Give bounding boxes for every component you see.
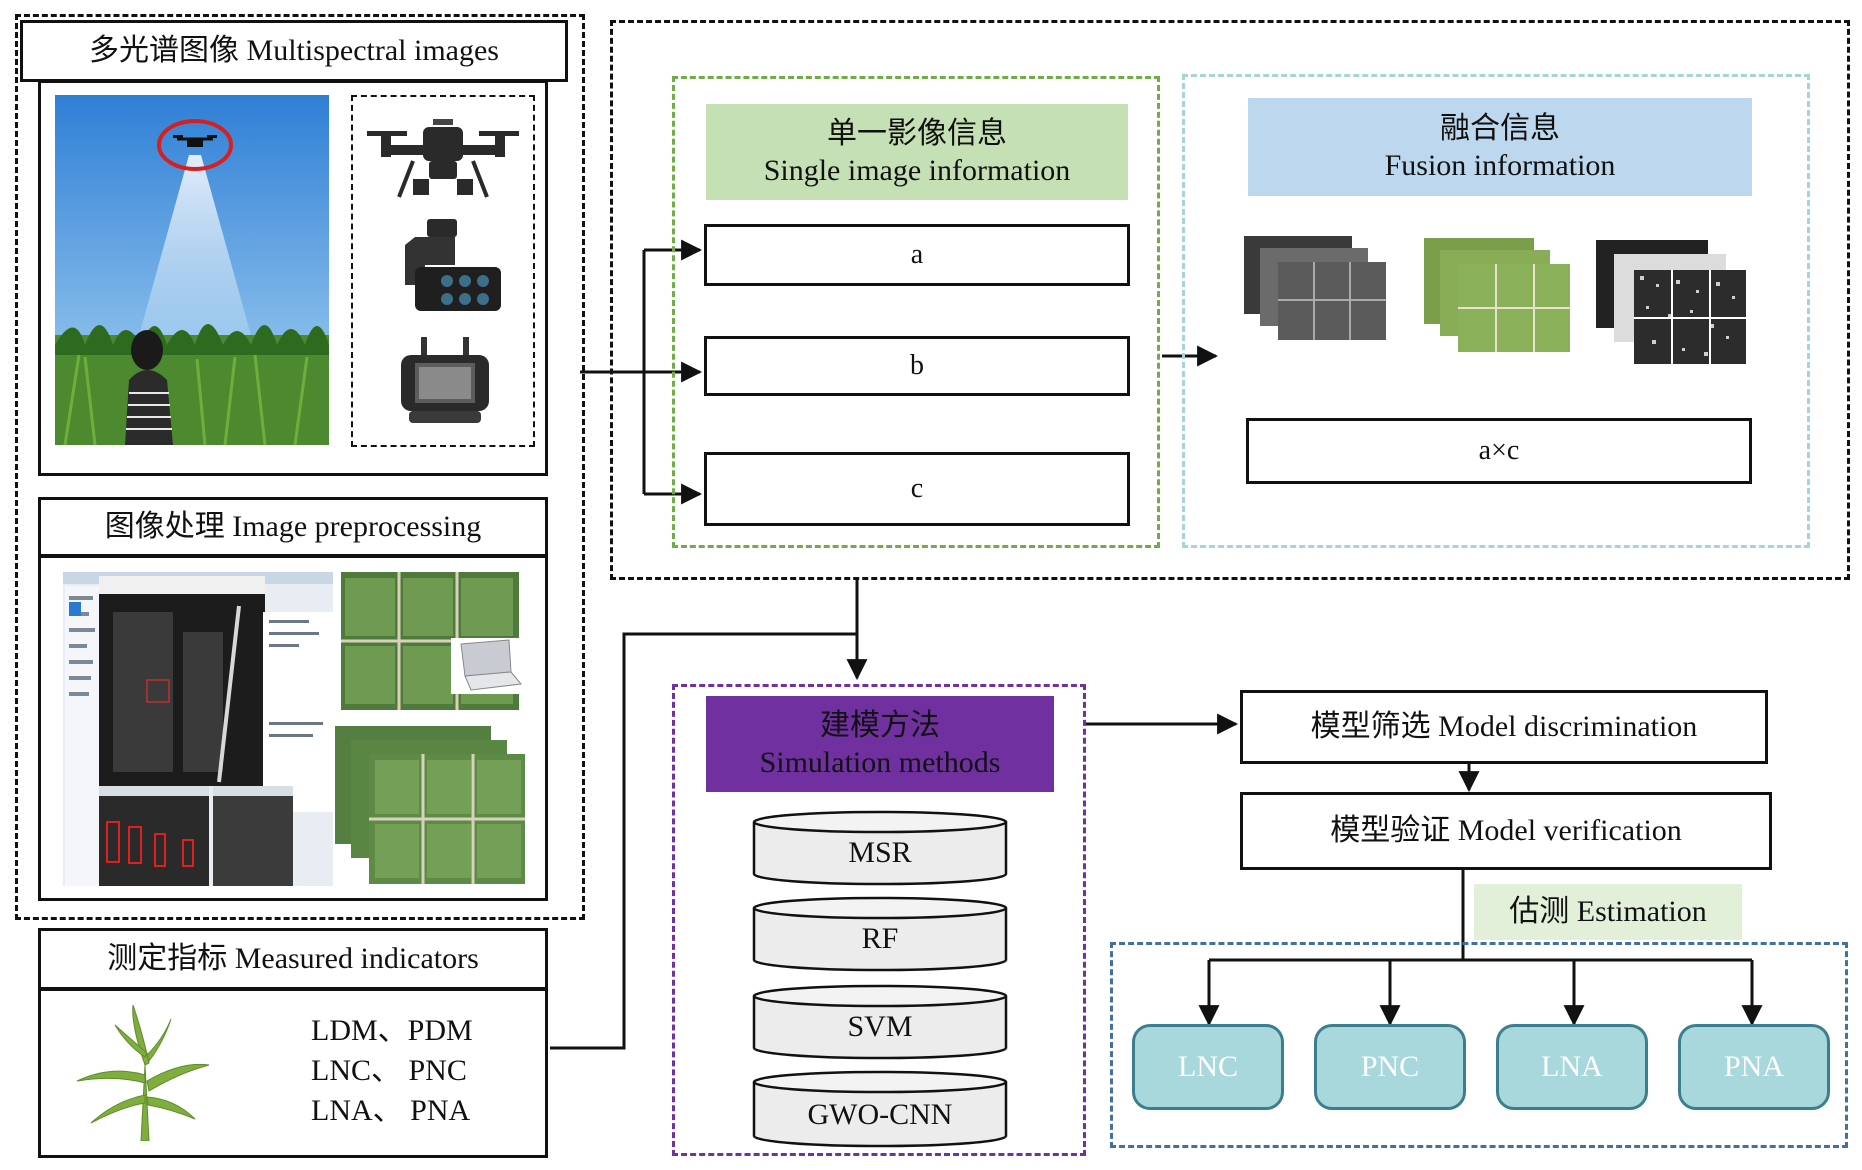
measured-line-2: LNC、 PNC bbox=[311, 1054, 467, 1087]
fusion-result-label: a×c bbox=[1478, 435, 1520, 466]
single-item-a: a bbox=[704, 224, 1130, 286]
estimation-label: 估测 Estimation bbox=[1509, 895, 1707, 929]
preprocessing-title: 图像处理 Image preprocessing bbox=[38, 497, 548, 557]
measured-indicator-list: LDM、PDM LNC、 PNC LNA、 PNA bbox=[311, 1011, 531, 1131]
index-band-stack bbox=[1596, 240, 1746, 364]
simulation-group bbox=[672, 684, 1086, 1156]
fusion-info-title-cn: 融合信息 bbox=[1440, 111, 1560, 145]
multispectral-panel bbox=[38, 80, 548, 476]
fusion-result-box: a×c bbox=[1246, 418, 1752, 484]
corn-plant-icon bbox=[76, 1005, 210, 1141]
software-screenshot bbox=[63, 572, 333, 886]
method-rf-label: RF bbox=[861, 922, 899, 955]
target-pnc-label: PNC bbox=[1360, 1050, 1420, 1083]
drone-icon bbox=[367, 119, 519, 198]
method-cylinder-msr: MSR bbox=[752, 810, 1008, 886]
simulation-title-en: Simulation methods bbox=[759, 746, 1001, 779]
measured-line-1: LDM、PDM bbox=[311, 1014, 473, 1047]
target-pnc: PNC bbox=[1314, 1024, 1466, 1110]
model-discrimination-label: 模型筛选 Model discrimination bbox=[1310, 710, 1698, 744]
target-pna-label: PNA bbox=[1723, 1050, 1784, 1083]
model-verification-label: 模型验证 Model verification bbox=[1330, 814, 1682, 848]
target-pna: PNA bbox=[1678, 1024, 1830, 1110]
fusion-info-group bbox=[1182, 74, 1810, 548]
single-info-title-en: Single image information bbox=[763, 154, 1071, 187]
fusion-info-title-en: Fusion information bbox=[1384, 149, 1616, 182]
method-cylinder-gwo-cnn: GWO-CNN bbox=[752, 1070, 1008, 1148]
single-info-title-cn: 单一影像信息 bbox=[827, 116, 1007, 150]
method-cylinder-svm: SVM bbox=[752, 984, 1008, 1060]
single-item-a-label: a bbox=[910, 239, 924, 270]
single-item-c-label: c bbox=[910, 473, 924, 504]
grayscale-band-stack bbox=[1244, 236, 1386, 340]
equipment-box bbox=[351, 95, 535, 447]
drone-highlight-circle bbox=[157, 119, 233, 171]
measured-panel: LDM、PDM LNC、 PNC LNA、 PNA bbox=[38, 988, 548, 1158]
method-svm-label: SVM bbox=[847, 1010, 913, 1043]
simulation-title-cn: 建模方法 bbox=[820, 708, 940, 742]
method-msr-label: MSR bbox=[848, 836, 912, 869]
multispectral-title: 多光谱图像 Multispectral images bbox=[20, 20, 568, 82]
target-lnc-label: LNC bbox=[1178, 1050, 1238, 1083]
method-cylinder-rf: RF bbox=[752, 896, 1008, 972]
preprocessing-title-text: 图像处理 Image preprocessing bbox=[104, 510, 482, 544]
single-info-header: 单一影像信息 Single image information bbox=[706, 104, 1128, 200]
laptop-icon bbox=[451, 638, 523, 694]
data-acquisition-panel bbox=[15, 14, 585, 920]
target-lna: LNA bbox=[1496, 1024, 1648, 1110]
single-item-c: c bbox=[704, 452, 1130, 526]
model-verification-box: 模型验证 Model verification bbox=[1240, 792, 1772, 870]
uav-flight-photo bbox=[55, 95, 329, 445]
stacked-orthomosaics bbox=[335, 726, 525, 884]
target-lna-label: LNA bbox=[1541, 1050, 1603, 1083]
preprocessing-panel bbox=[38, 555, 548, 901]
rgb-band-stack bbox=[1424, 238, 1570, 352]
method-gwo-cnn-label: GWO-CNN bbox=[807, 1098, 953, 1131]
fusion-info-header: 融合信息 Fusion information bbox=[1248, 98, 1752, 196]
multispectral-camera-icon bbox=[405, 219, 501, 311]
remote-controller-icon bbox=[401, 337, 489, 423]
single-item-b-label: b bbox=[910, 350, 924, 381]
target-lnc: LNC bbox=[1132, 1024, 1284, 1110]
simulation-header: 建模方法 Simulation methods bbox=[706, 696, 1054, 792]
single-info-group bbox=[672, 76, 1160, 548]
model-discrimination-box: 模型筛选 Model discrimination bbox=[1240, 690, 1768, 764]
multispectral-title-text: 多光谱图像 Multispectral images bbox=[89, 34, 499, 68]
feature-extraction-panel bbox=[610, 20, 1850, 580]
estimation-label-box: 估测 Estimation bbox=[1474, 884, 1742, 940]
single-item-b: b bbox=[704, 336, 1130, 396]
measured-to-simulation-line bbox=[550, 632, 857, 1050]
measured-title-text: 测定指标 Measured indicators bbox=[107, 942, 479, 976]
measured-title: 测定指标 Measured indicators bbox=[38, 928, 548, 990]
measured-line-3: LNA、 PNA bbox=[311, 1094, 471, 1127]
estimation-group bbox=[1110, 942, 1848, 1148]
